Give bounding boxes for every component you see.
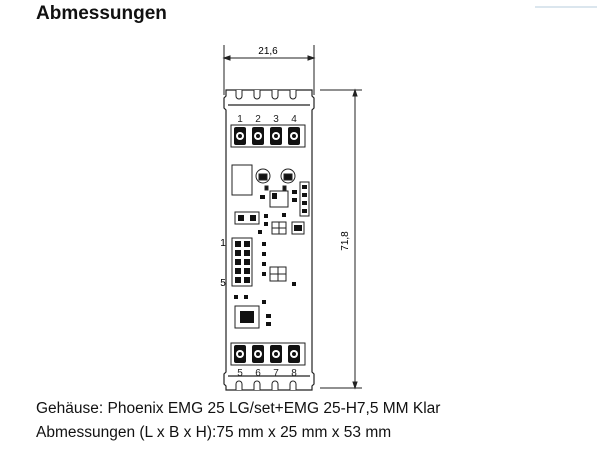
- terminal-label-7: 7: [273, 368, 279, 379]
- housing-caption: Gehäuse: Phoenix EMG 25 LG/set+EMG 25-H7…: [36, 400, 441, 417]
- top-clips: [235, 90, 297, 100]
- width-label: 21,6: [258, 46, 278, 57]
- terminal-block-top: [230, 124, 306, 148]
- width-dimension: [222, 45, 316, 95]
- housing-outline: [223, 89, 315, 391]
- top-divider: [535, 6, 597, 8]
- pin-header: [231, 237, 253, 287]
- terminal-label-2: 2: [255, 114, 261, 125]
- height-label: 71,8: [340, 231, 351, 251]
- terminal-label-4: 4: [291, 114, 297, 125]
- terminal-numbers-top: 1 2 3 4: [237, 114, 297, 125]
- terminal-label-8: 8: [291, 368, 297, 379]
- screw-terminal-bottom: [234, 345, 300, 363]
- terminal-label-6: 6: [255, 368, 261, 379]
- screw-terminal-top: [234, 127, 300, 145]
- height-dimension: [320, 88, 362, 390]
- dimensions-caption: Abmessungen (L x B x H):75 mm x 25 mm x …: [36, 424, 392, 441]
- circuit-components: [231, 164, 310, 329]
- page-title: Abmessungen: [36, 3, 167, 24]
- terminal-label-3: 3: [273, 114, 279, 125]
- bottom-clips: [235, 380, 297, 390]
- terminal-label-5: 5: [237, 368, 243, 379]
- terminal-block-bottom: [230, 342, 306, 366]
- terminal-numbers-bottom: 5 6 7 8: [237, 368, 297, 379]
- pin-header-label-last: 5: [220, 278, 226, 289]
- terminal-label-1: 1: [237, 114, 243, 125]
- pin-header-label-first: 1: [220, 238, 226, 249]
